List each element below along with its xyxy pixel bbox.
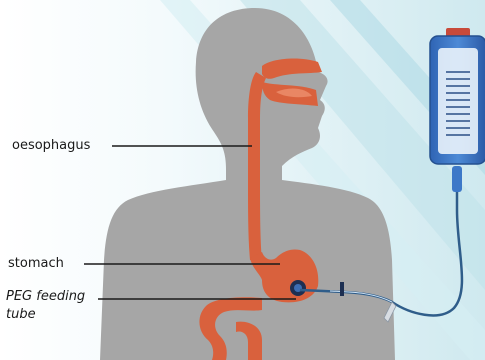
peg-label-line1: PEG feeding bbox=[6, 289, 85, 305]
drip-chamber bbox=[452, 166, 462, 192]
oesophagus-label: oesophagus bbox=[12, 138, 90, 154]
feeding-bag-icon bbox=[430, 28, 485, 164]
peg-label-line2: tube bbox=[6, 307, 36, 323]
stomach-label: stomach bbox=[8, 256, 64, 272]
tube-clamp bbox=[340, 282, 344, 296]
